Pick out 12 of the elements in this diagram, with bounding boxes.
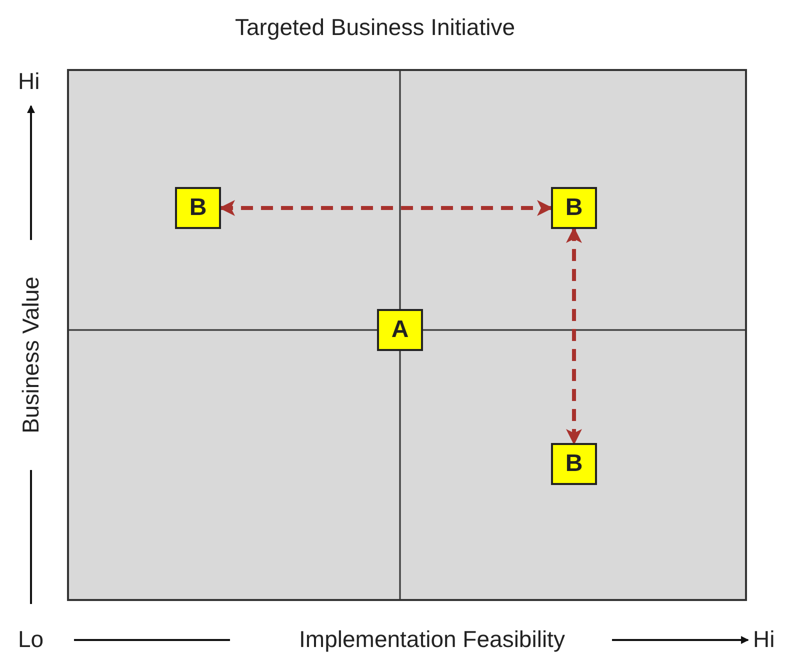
axis-label: Hi — [18, 70, 40, 93]
marker-box: B — [551, 187, 597, 229]
axis-label: Lo — [18, 628, 44, 651]
marker-box: A — [377, 309, 423, 351]
double-arrow — [566, 227, 582, 445]
axis-title: Business Value — [20, 276, 42, 434]
axis-title: Implementation Feasibility — [299, 628, 565, 651]
axis-label: Hi — [753, 628, 775, 651]
marker-box: B — [175, 187, 221, 229]
marker-box: B — [551, 443, 597, 485]
double-arrow — [219, 200, 553, 216]
chart-title: Targeted Business Initiative — [235, 16, 515, 39]
